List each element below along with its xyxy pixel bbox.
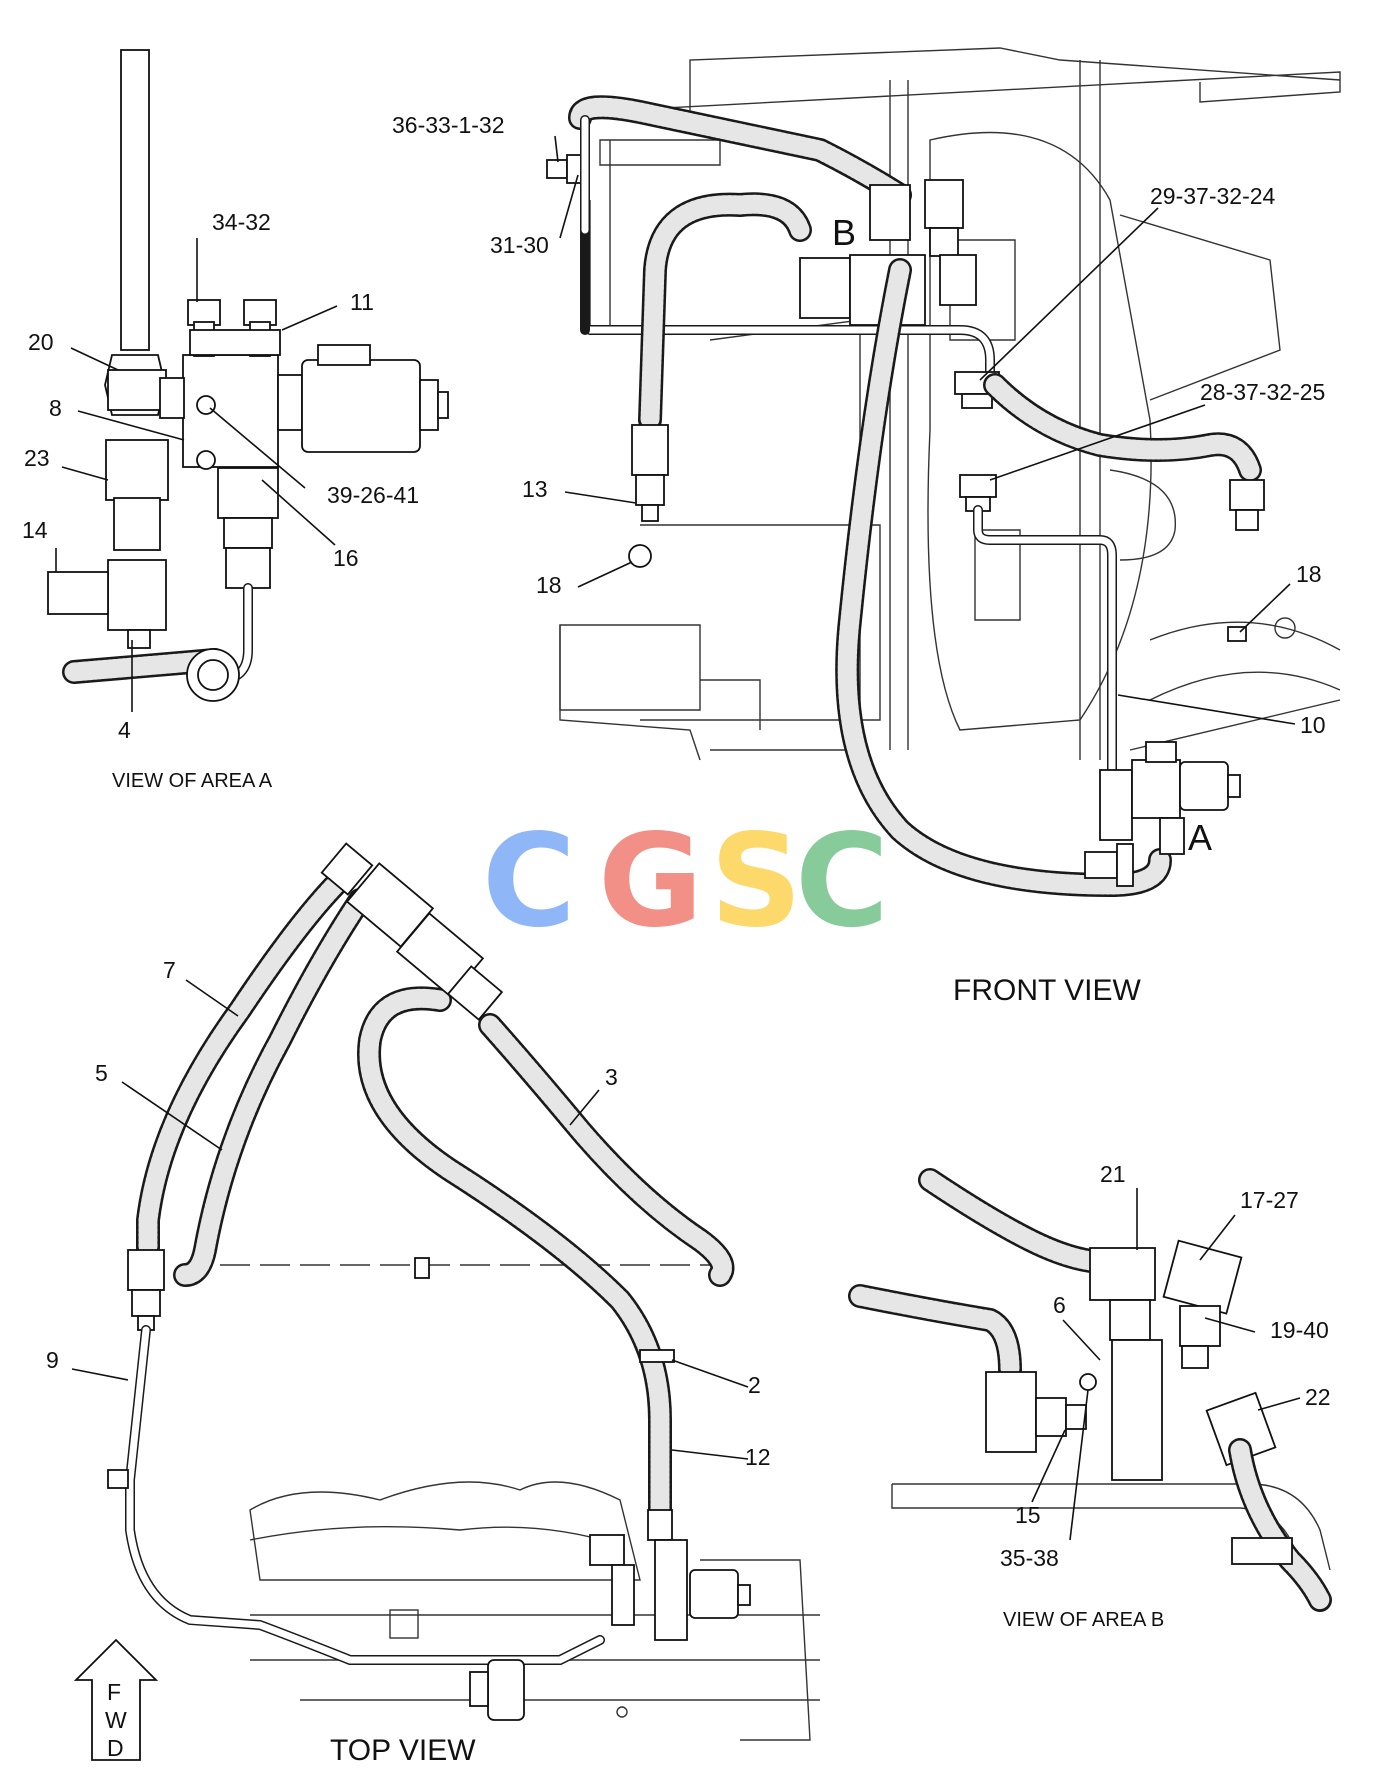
marker-b: B bbox=[832, 212, 856, 253]
callout-31-30: 31-30 bbox=[490, 232, 549, 258]
callout-10: 10 bbox=[1300, 712, 1326, 738]
callout-20: 20 bbox=[28, 329, 54, 355]
callout-19-40: 19-40 bbox=[1270, 1317, 1329, 1343]
fwd-letter-d: D bbox=[107, 1735, 124, 1761]
callout-5: 5 bbox=[95, 1060, 108, 1086]
callout-21: 21 bbox=[1100, 1161, 1126, 1187]
cgsc-watermark: C G S C bbox=[482, 807, 889, 956]
caption-top-view: TOP VIEW bbox=[330, 1734, 476, 1767]
callout-34-32: 34-32 bbox=[212, 209, 271, 235]
callout-35-38: 35-38 bbox=[1000, 1545, 1059, 1571]
callout-22: 22 bbox=[1305, 1384, 1331, 1410]
callout-3: 3 bbox=[605, 1064, 618, 1090]
callout-15: 15 bbox=[1015, 1502, 1041, 1528]
pressure-switch bbox=[47, 571, 109, 615]
valve-a bbox=[1099, 769, 1133, 841]
callout-16: 16 bbox=[333, 545, 359, 571]
callout-4: 4 bbox=[118, 717, 131, 743]
fwd-letter-w: W bbox=[105, 1707, 127, 1733]
watermark-letter-c1: C bbox=[482, 807, 576, 956]
callout-36-33-1-32: 36-33-1-32 bbox=[392, 112, 505, 138]
callout-11: 11 bbox=[350, 289, 374, 315]
callout-29-37-32-24: 29-37-32-24 bbox=[1150, 183, 1276, 209]
caption-view-area-b: VIEW OF AREA B bbox=[1003, 1609, 1164, 1631]
switch-body bbox=[107, 559, 167, 631]
marker-a: A bbox=[1188, 817, 1212, 858]
callout-39-26-41: 39-26-41 bbox=[327, 482, 419, 508]
callout-8: 8 bbox=[49, 395, 62, 421]
valve-b bbox=[799, 257, 851, 319]
watermark-letter-g: G bbox=[598, 807, 703, 956]
callout-28-37-32-25: 28-37-32-25 bbox=[1200, 379, 1325, 405]
caption-front-view: FRONT VIEW bbox=[953, 974, 1141, 1007]
callout-18-left: 18 bbox=[536, 572, 562, 598]
callout-6: 6 bbox=[1053, 1292, 1066, 1318]
callout-7: 7 bbox=[163, 957, 176, 983]
callout-2: 2 bbox=[748, 1372, 761, 1398]
callout-14: 14 bbox=[22, 517, 48, 543]
view-area-b: 21 17-27 6 19-40 22 15 35-38 VIEW OF ARE… bbox=[848, 1161, 1332, 1631]
front-view: 36-33-1-32 31-30 29-37-32-24 28-37-32-25… bbox=[392, 47, 1341, 1007]
fwd-letter-f: F bbox=[107, 1679, 121, 1705]
watermark-letter-c2: C bbox=[795, 807, 889, 956]
caption-view-area-a: VIEW OF AREA A bbox=[112, 770, 273, 792]
callout-12: 12 bbox=[745, 1444, 771, 1470]
vertical-tube bbox=[120, 49, 150, 351]
callout-9: 9 bbox=[46, 1347, 59, 1373]
watermark-letter-s: S bbox=[710, 807, 802, 956]
top-view: 7 5 3 9 2 12 F W D TOP VIEW bbox=[46, 842, 820, 1767]
callout-17-27: 17-27 bbox=[1240, 1187, 1299, 1213]
valve-block bbox=[182, 354, 279, 468]
solenoid bbox=[301, 359, 421, 453]
callout-13: 13 bbox=[522, 476, 548, 502]
callout-18-right: 18 bbox=[1296, 561, 1322, 587]
block-21 bbox=[1089, 1247, 1156, 1301]
fwd-arrow-icon bbox=[73, 1638, 159, 1761]
callout-23: 23 bbox=[24, 445, 50, 471]
view-area-a: 34-32 11 20 8 23 14 39-26-41 16 4 VIEW O… bbox=[22, 49, 449, 792]
